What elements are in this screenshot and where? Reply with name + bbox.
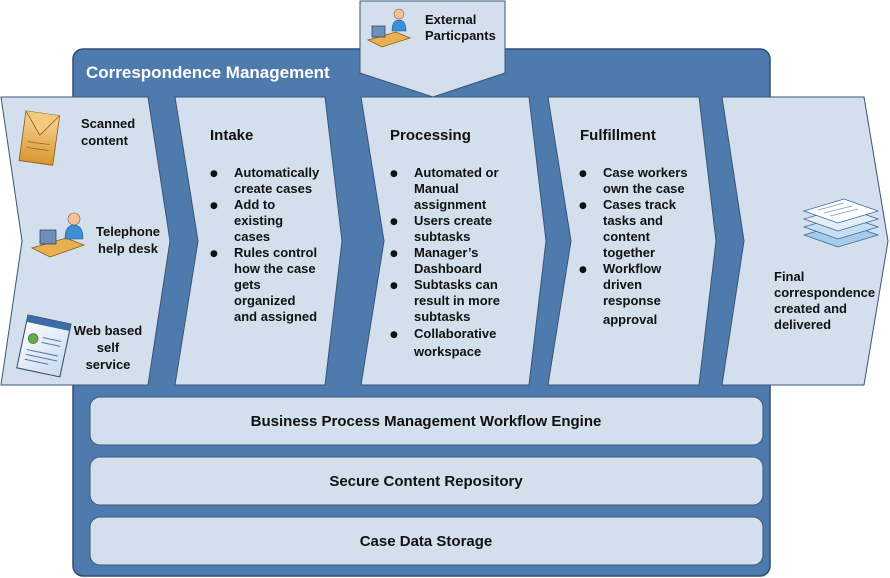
- person-at-computer-icon: [30, 212, 86, 258]
- fulfillment-bullet-2-line-2: tasks and: [603, 213, 663, 228]
- stage-processing: Processing ● Automated or Manual assignm…: [360, 96, 547, 386]
- intake-bullet-1-line-2: create cases: [234, 181, 312, 196]
- fulfillment-bullet-3-line-3: response: [603, 293, 661, 308]
- layer-workflow-engine: Business Process Management Workflow Eng…: [89, 396, 764, 446]
- processing-bullet-2-line-2: subtasks: [414, 229, 470, 244]
- input-scanned-line-2: content: [81, 133, 129, 148]
- stage-intake-title: Intake: [210, 127, 253, 144]
- bullet-dot: ●: [390, 281, 398, 291]
- intake-bullet-2-line-3: cases: [234, 229, 270, 244]
- processing-bullet-2-line-1: Users create: [414, 213, 492, 228]
- processing-bullet-3-line-1: Manager’s: [414, 245, 478, 260]
- bullet-dot: ●: [579, 169, 587, 179]
- intake-bullet-3-line-3: gets: [234, 277, 261, 292]
- bullet-dot: ●: [390, 249, 398, 259]
- processing-bullet-5-line-1: Collaborative: [414, 326, 496, 341]
- fulfillment-bullet-2-line-1: Cases track: [603, 197, 677, 212]
- intake-bullet-3-line-2: how the case: [234, 261, 316, 276]
- inputs-panel: Scanned content Telephone help desk Web …: [0, 96, 171, 386]
- input-telephone-line-1: Telephone: [96, 224, 160, 239]
- external-participants-box: External Particpants: [359, 0, 506, 98]
- output-line-1: Final: [774, 269, 804, 284]
- stage-intake: Intake ● Automatically create cases ● Ad…: [174, 96, 343, 386]
- external-label-line-1: External: [425, 12, 476, 27]
- intake-bullet-3-line-1: Rules control: [234, 245, 317, 260]
- processing-bullet-5-line-2: workspace: [413, 344, 481, 359]
- envelope-icon: [18, 110, 61, 166]
- fulfillment-bullet-2-line-3: content: [603, 229, 651, 244]
- fulfillment-bullet-2-line-4: together: [603, 245, 655, 260]
- person-at-computer-icon: [366, 8, 412, 48]
- processing-bullet-4-line-2: result in more: [414, 293, 500, 308]
- document-stack-icon: [802, 198, 880, 248]
- processing-bullet-4-line-3: subtasks: [414, 309, 470, 324]
- stage-fulfillment-title: Fulfillment: [580, 127, 656, 144]
- input-web-line-3: service: [86, 357, 131, 372]
- bullet-dot: ●: [210, 201, 218, 211]
- bullet-dot: ●: [579, 201, 587, 211]
- bullet-dot: ●: [390, 330, 398, 340]
- layer-content-repository: Secure Content Repository: [89, 456, 764, 506]
- processing-bullet-1-line-1: Automated or: [414, 165, 499, 180]
- intake-bullet-2-line-2: existing: [234, 213, 283, 228]
- web-page-icon: [16, 314, 72, 378]
- layer-label: Secure Content Repository: [329, 473, 523, 490]
- processing-bullet-1-line-3: assignment: [414, 197, 487, 212]
- output-line-3: created and: [774, 301, 847, 316]
- bullet-dot: ●: [210, 169, 218, 179]
- fulfillment-bullet-1-line-1: Case workers: [603, 165, 688, 180]
- processing-bullet-1-line-2: Manual: [414, 181, 459, 196]
- bullet-dot: ●: [579, 265, 587, 275]
- fulfillment-bullet-1-line-2: own the case: [603, 181, 685, 196]
- intake-bullet-2-line-1: Add to: [234, 197, 275, 212]
- layer-label: Business Process Management Workflow Eng…: [251, 413, 602, 430]
- stage-fulfillment: Fulfillment ● Case workers own the case …: [547, 96, 717, 386]
- output-panel: Final correspondence created and deliver…: [721, 96, 889, 386]
- processing-bullet-4-line-1: Subtasks can: [414, 277, 498, 292]
- processing-bullet-3-line-2: Dashboard: [414, 261, 482, 276]
- intake-bullet-3-line-5: and assigned: [234, 309, 317, 324]
- layer-case-data-storage: Case Data Storage: [89, 516, 764, 566]
- stage-processing-title: Processing: [390, 127, 471, 144]
- input-web-line-1: Web based: [74, 323, 142, 338]
- output-line-2: correspondence: [774, 285, 875, 300]
- bullet-dot: ●: [390, 217, 398, 227]
- fulfillment-bullet-3-line-2: driven: [603, 277, 642, 292]
- output-line-4: delivered: [774, 317, 831, 332]
- bullet-dot: ●: [210, 249, 218, 259]
- main-title: Correspondence Management: [86, 63, 330, 82]
- intake-bullet-3-line-4: organized: [234, 293, 295, 308]
- input-web-line-2: self: [97, 340, 120, 355]
- bullet-dot: ●: [390, 169, 398, 179]
- input-telephone-line-2: help desk: [98, 241, 159, 256]
- fulfillment-bullet-3-line-1: Workflow: [603, 261, 662, 276]
- intake-bullet-1-line-1: Automatically: [234, 165, 320, 180]
- fulfillment-bullet-3-line-4: approval: [603, 312, 657, 327]
- layer-label: Case Data Storage: [360, 533, 493, 550]
- external-label-line-2: Particpants: [425, 28, 496, 43]
- input-scanned-line-1: Scanned: [81, 116, 135, 131]
